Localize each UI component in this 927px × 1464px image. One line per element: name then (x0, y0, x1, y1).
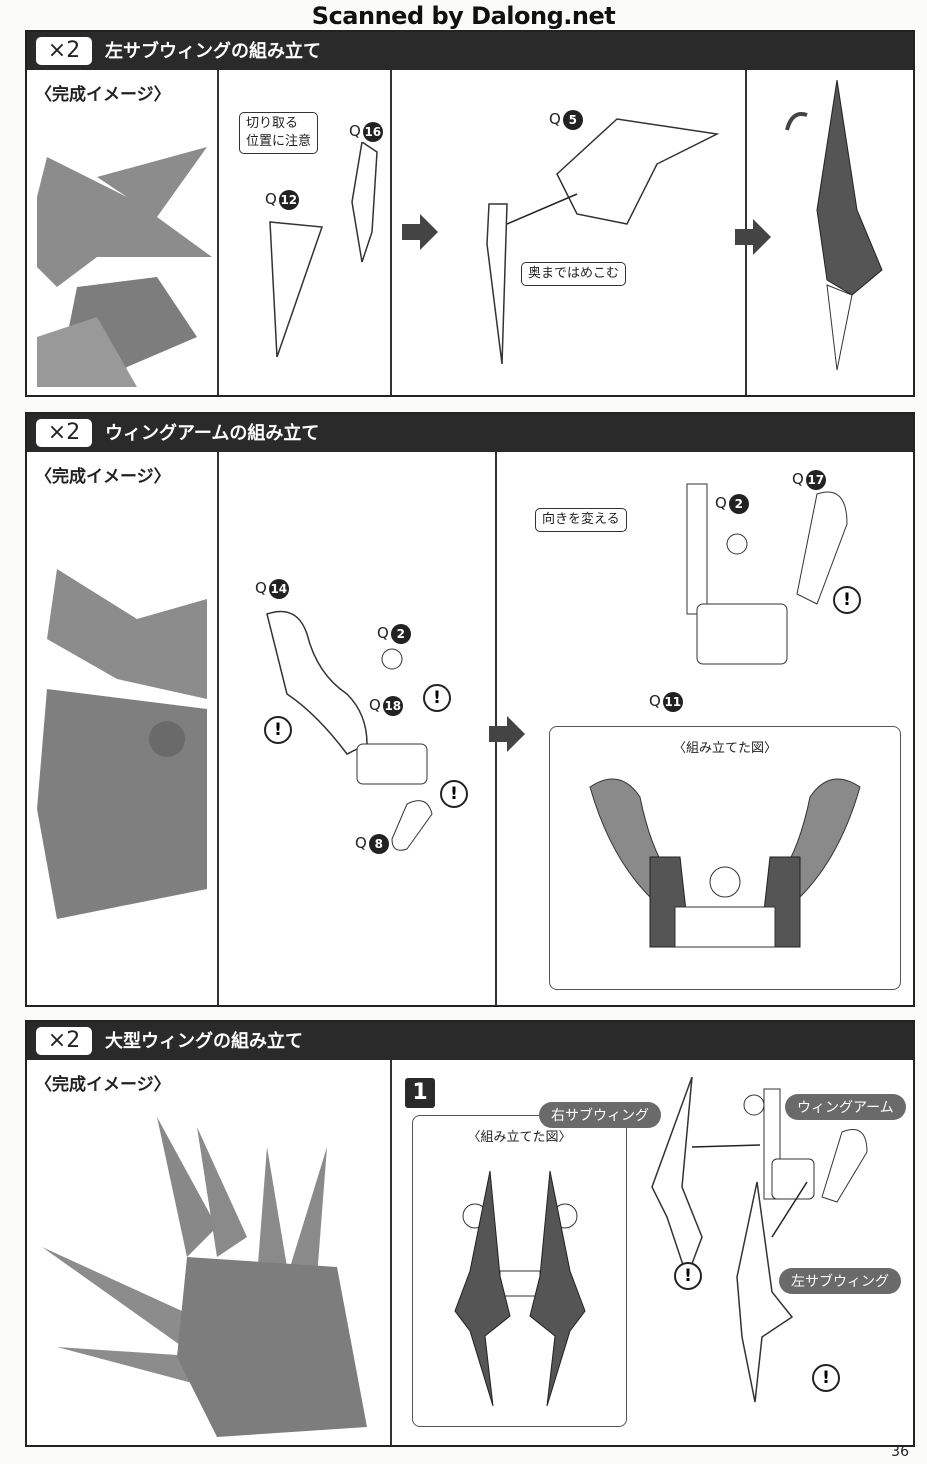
divider (390, 1060, 392, 1445)
assembled-view-inset: 〈組み立てた図〉 (549, 726, 901, 990)
warning-icon: ! (812, 1364, 840, 1392)
warning-icon: ! (674, 1262, 702, 1290)
multiplier-badge: ×2 (36, 37, 92, 65)
part-drawing (269, 142, 378, 358)
part-drawing (686, 483, 848, 665)
multiplier-badge: ×2 (36, 419, 92, 447)
part-drawing (266, 610, 433, 851)
multiplier-badge: ×2 (36, 1027, 92, 1055)
section-title: ウィングアームの組み立て (105, 423, 320, 444)
callout-change-direction: 向きを変える (535, 508, 627, 532)
part-drawing (486, 118, 720, 364)
callout-push-in-fully: 奥まではめこむ (521, 262, 627, 286)
inset-title: 〈組み立てた図〉 (672, 741, 777, 756)
completed-image-label: 〈完成イメージ〉 (35, 467, 171, 487)
section-title: 大型ウィングの組み立て (105, 1031, 303, 1052)
completed-image-photo (37, 147, 212, 387)
divider (217, 452, 219, 1005)
divider (217, 70, 219, 395)
step-number: 1 (405, 1078, 435, 1108)
divider (390, 70, 392, 395)
assembled-view-inset: 〈組み立てた図〉 (412, 1115, 627, 1427)
label-wing-arm: ウィングアーム (785, 1094, 906, 1120)
warning-icon: ! (423, 684, 451, 712)
sub-wing-and-arm-drawing (651, 1077, 868, 1403)
label-right-sub-wing: 右サブウィング (539, 1102, 661, 1128)
warning-icon: ! (833, 586, 861, 614)
warning-icon: ! (264, 716, 292, 744)
section-header: ×2 左サブウィングの組み立て (27, 32, 913, 70)
section-header: ×2 大型ウィングの組み立て (27, 1022, 913, 1060)
completed-image-label: 〈完成イメージ〉 (35, 85, 171, 105)
assembled-arm-drawing (589, 778, 861, 948)
section-large-wing: ×2 大型ウィングの組み立て 〈完成イメージ〉 1 〈組み立てた図〉 (25, 1020, 915, 1447)
section-title: 左サブウィングの組み立て (105, 41, 321, 62)
label-left-sub-wing: 左サブウィング (779, 1268, 901, 1294)
warning-icon: ! (440, 780, 468, 808)
assembled-large-wing-drawing (454, 1170, 586, 1407)
watermark: Scanned by Dalong.net (311, 2, 616, 30)
inset-title: 〈組み立てた図〉 (467, 1130, 572, 1145)
completed-image-label: 〈完成イメージ〉 (35, 1075, 171, 1095)
completed-image-photo (42, 1117, 367, 1437)
callout-cut-position: 切り取る 位置に注意 (239, 112, 319, 154)
section-header: ×2 ウィングアームの組み立て (27, 414, 913, 452)
completed-image-photo (37, 569, 207, 919)
finished-sub-wing-drawing (785, 80, 883, 371)
page-number: 36 (891, 1444, 909, 1460)
